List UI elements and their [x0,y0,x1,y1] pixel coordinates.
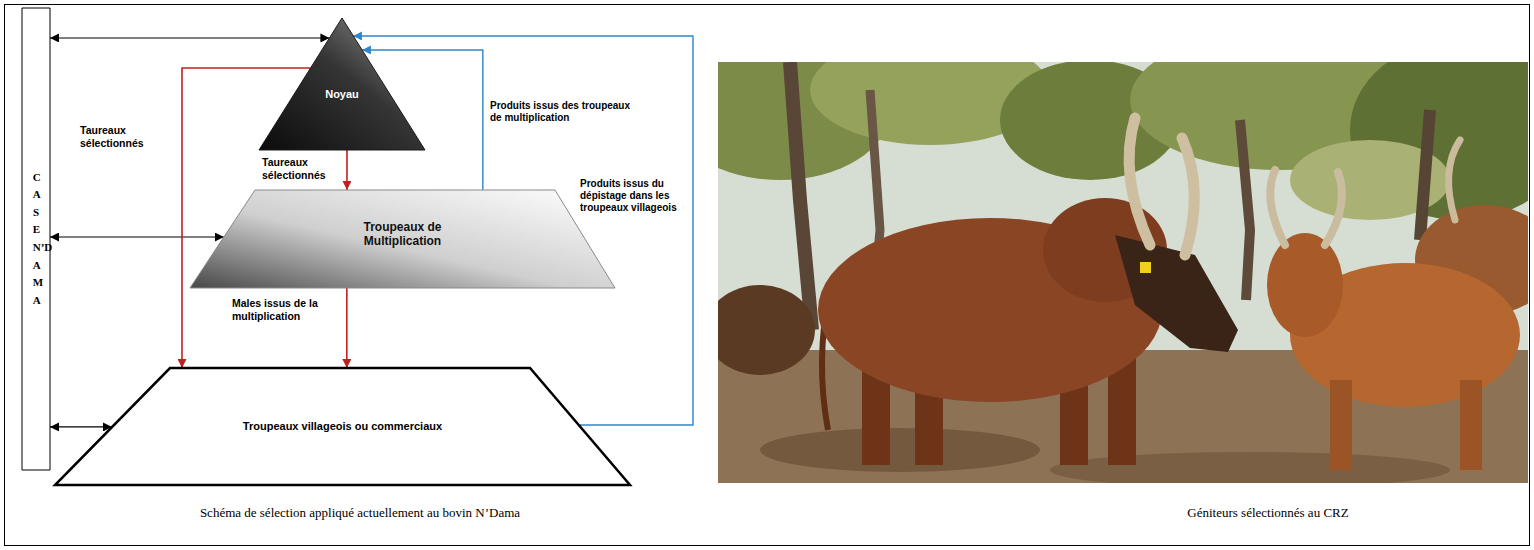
cow-leg [1460,380,1482,470]
case-box: CASE N’DAMA [22,8,50,470]
bull-horn [1129,118,1150,245]
nucleus-triangle-outline [259,18,425,150]
tree-trunk [1420,110,1430,240]
flow-label: Taureaux sélectionnés [262,156,344,181]
second-cow-head [1267,233,1343,337]
village-herd-trapezoid: Troupeaux villageois ou commerciaux [55,368,630,485]
tree-trunk [1240,120,1250,300]
arrow-connector [346,150,348,190]
arrow-connector [50,426,112,427]
node-label: Troupeaux de Multiplication [338,220,468,249]
cow-horn [1325,172,1342,245]
case-box-outline [22,8,50,470]
node-label: CASE N’DAMA [33,169,40,310]
cow-horn [1449,140,1460,220]
village-herd-trapezoid-shape [55,368,630,485]
nucleus-triangle-shape [259,18,425,150]
cattle-photo [718,62,1528,483]
ground-shadow [760,428,1040,472]
flow-label: Produits issus des troupeaux de multipli… [490,100,640,124]
bull-horn [1182,138,1194,255]
bull-head [1115,235,1238,352]
arrow-connector [346,288,348,368]
background-cow [718,285,815,375]
node-label: Noyau [325,88,359,101]
flow-label: Taureaux sélectionnés [80,124,175,149]
cow-leg [1330,380,1352,470]
arrow-connector [50,236,224,237]
nucleus-triangle: Noyau [259,18,425,150]
ear-tag [1140,262,1151,273]
flow-label: Males issus de la multiplication [232,297,342,322]
node-label: Troupeaux villageois ou commerciaux [243,420,442,433]
multiplication-trapezoid-shape [190,190,615,288]
cow-horn [1270,170,1285,245]
figure-frame [5,5,1530,546]
flow-label: Produits issus du dépistage dans les tro… [580,178,688,214]
figure-caption: Schéma de sélection appliqué actuellemen… [60,505,660,521]
tree-trunk [790,62,812,330]
arrow-connector [50,37,329,38]
multiplication-trapezoid: Troupeaux de Multiplication [190,190,615,288]
case-box-shape [22,8,50,470]
figure-caption: Géniteurs sélectionnés au CRZ [968,505,1534,521]
